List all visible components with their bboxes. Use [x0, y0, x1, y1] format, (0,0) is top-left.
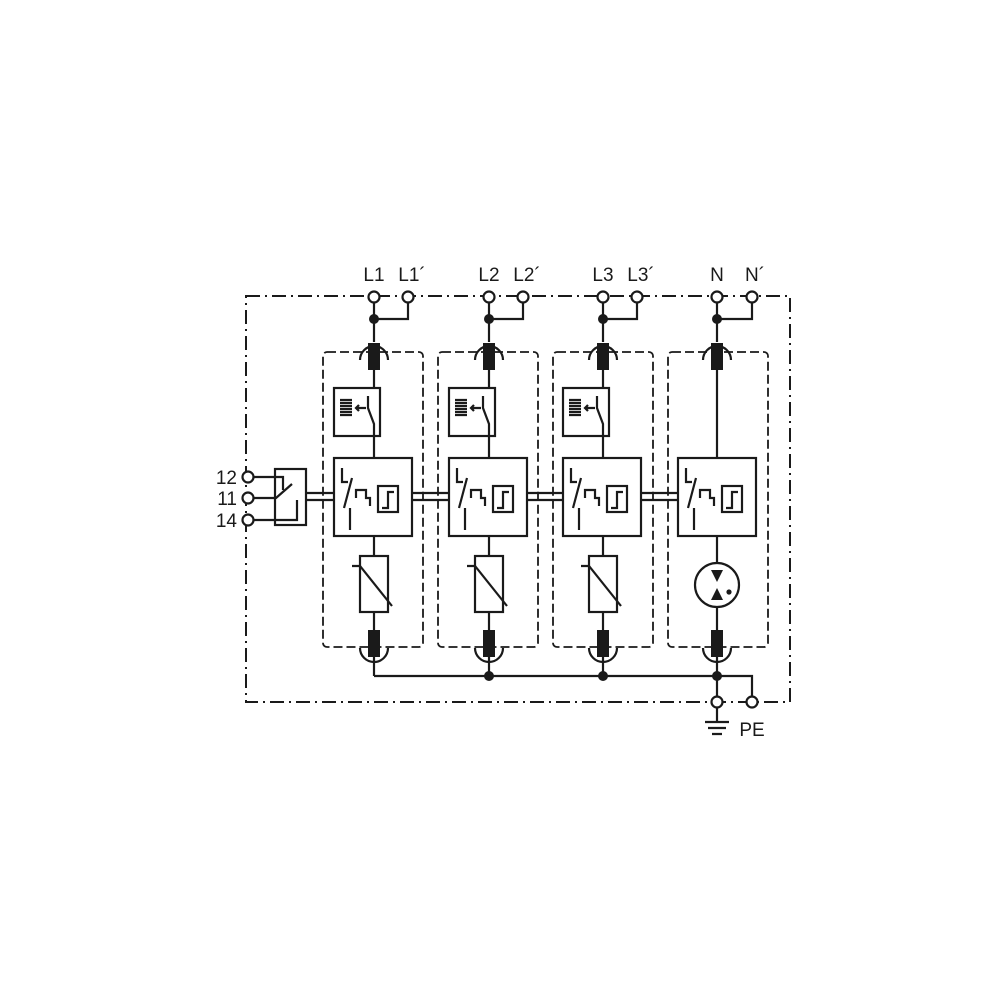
label-n: N: [710, 265, 724, 286]
bus-junction-n: [712, 671, 722, 681]
plug-contact-top: [483, 343, 495, 370]
thermal-indicator-box: [447, 386, 497, 438]
terminal-l3: [596, 290, 610, 304]
terminal-l1: [367, 290, 381, 304]
through-wire: [374, 302, 410, 321]
through-wire: [717, 302, 754, 321]
thermal-indicator-icon: [569, 396, 605, 440]
terminal-14: [241, 513, 255, 527]
terminal-labels: L1 L1´ L2 L2´ L3 L3´ N N´ 12 11 14 PE: [216, 265, 765, 741]
disconnector-icon: [340, 468, 400, 530]
disconnector-box: [332, 456, 414, 538]
label-l2: L2: [478, 265, 499, 286]
top-terminals: [367, 290, 759, 304]
bus-junction-l3: [598, 671, 608, 681]
plug-contact-bottom: [368, 630, 380, 657]
plug-contact-top: [597, 343, 609, 370]
label-l3-through: L3´: [627, 265, 654, 286]
through-wire: [603, 302, 639, 321]
phase-column-l1: [332, 302, 414, 676]
terminal-l1-through: [401, 290, 415, 304]
plug-contact-top: [368, 343, 380, 370]
earth-ground-icon: [705, 708, 729, 736]
spark-gap-electrode-bottom: [711, 588, 723, 600]
terminal-11: [241, 491, 255, 505]
disconnector-icon: [569, 468, 629, 530]
terminal-l3-through: [630, 290, 644, 304]
terminal-l2-through: [516, 290, 530, 304]
varistor-slash: [352, 564, 393, 607]
varistor-slash: [581, 564, 622, 607]
junction-dot: [484, 314, 494, 324]
thermal-indicator-icon: [340, 396, 376, 440]
bus-junction-l2: [484, 671, 494, 681]
plug-contact-bottom: [711, 630, 723, 657]
varistor-slash: [467, 564, 508, 607]
label-pe: PE: [739, 720, 764, 741]
module-housing-l3: [552, 351, 654, 648]
thermal-indicator-box: [561, 386, 611, 438]
terminal-l2: [482, 290, 496, 304]
disconnector-box: [447, 456, 529, 538]
spark-gap-circle: [693, 561, 741, 609]
terminal-12: [241, 470, 255, 484]
plug-contact-bottom: [597, 630, 609, 657]
label-12: 12: [216, 468, 237, 489]
terminal-earth: [710, 695, 724, 709]
disconnector-box: [561, 456, 643, 538]
label-14: 14: [216, 511, 238, 532]
disconnector-icon: [455, 468, 515, 530]
junction-dot: [712, 314, 722, 324]
spark-gap-gas-dot: [726, 589, 732, 595]
mechanical-coupling: [306, 491, 678, 502]
phase-column-l3: [561, 302, 643, 676]
disconnector-icon: [684, 468, 744, 530]
plug-contact-top: [711, 343, 723, 370]
terminal-n: [710, 290, 724, 304]
phase-column-l2: [447, 302, 529, 676]
label-l1: L1: [363, 265, 384, 286]
label-n-through: N´: [745, 265, 765, 286]
through-wire: [489, 302, 525, 321]
module-housing-l1: [322, 351, 424, 648]
label-l2-through: L2´: [513, 265, 540, 286]
junction-dot: [598, 314, 608, 324]
label-l3: L3: [592, 265, 613, 286]
terminal-n-through: [745, 290, 759, 304]
label-l1-through: L1´: [398, 265, 425, 286]
terminal-pe: [745, 695, 759, 709]
remote-contact: [241, 467, 308, 527]
thermal-indicator-icon: [455, 396, 491, 440]
thermal-indicator-box: [332, 386, 382, 438]
phase-column-n: [676, 302, 758, 696]
spark-gap-electrode-top: [711, 570, 723, 582]
disconnector-box: [676, 456, 758, 538]
earth-bus: [374, 674, 754, 696]
junction-dot: [369, 314, 379, 324]
module-housing-l2: [437, 351, 539, 648]
plug-contact-bottom: [483, 630, 495, 657]
label-11: 11: [217, 489, 237, 510]
